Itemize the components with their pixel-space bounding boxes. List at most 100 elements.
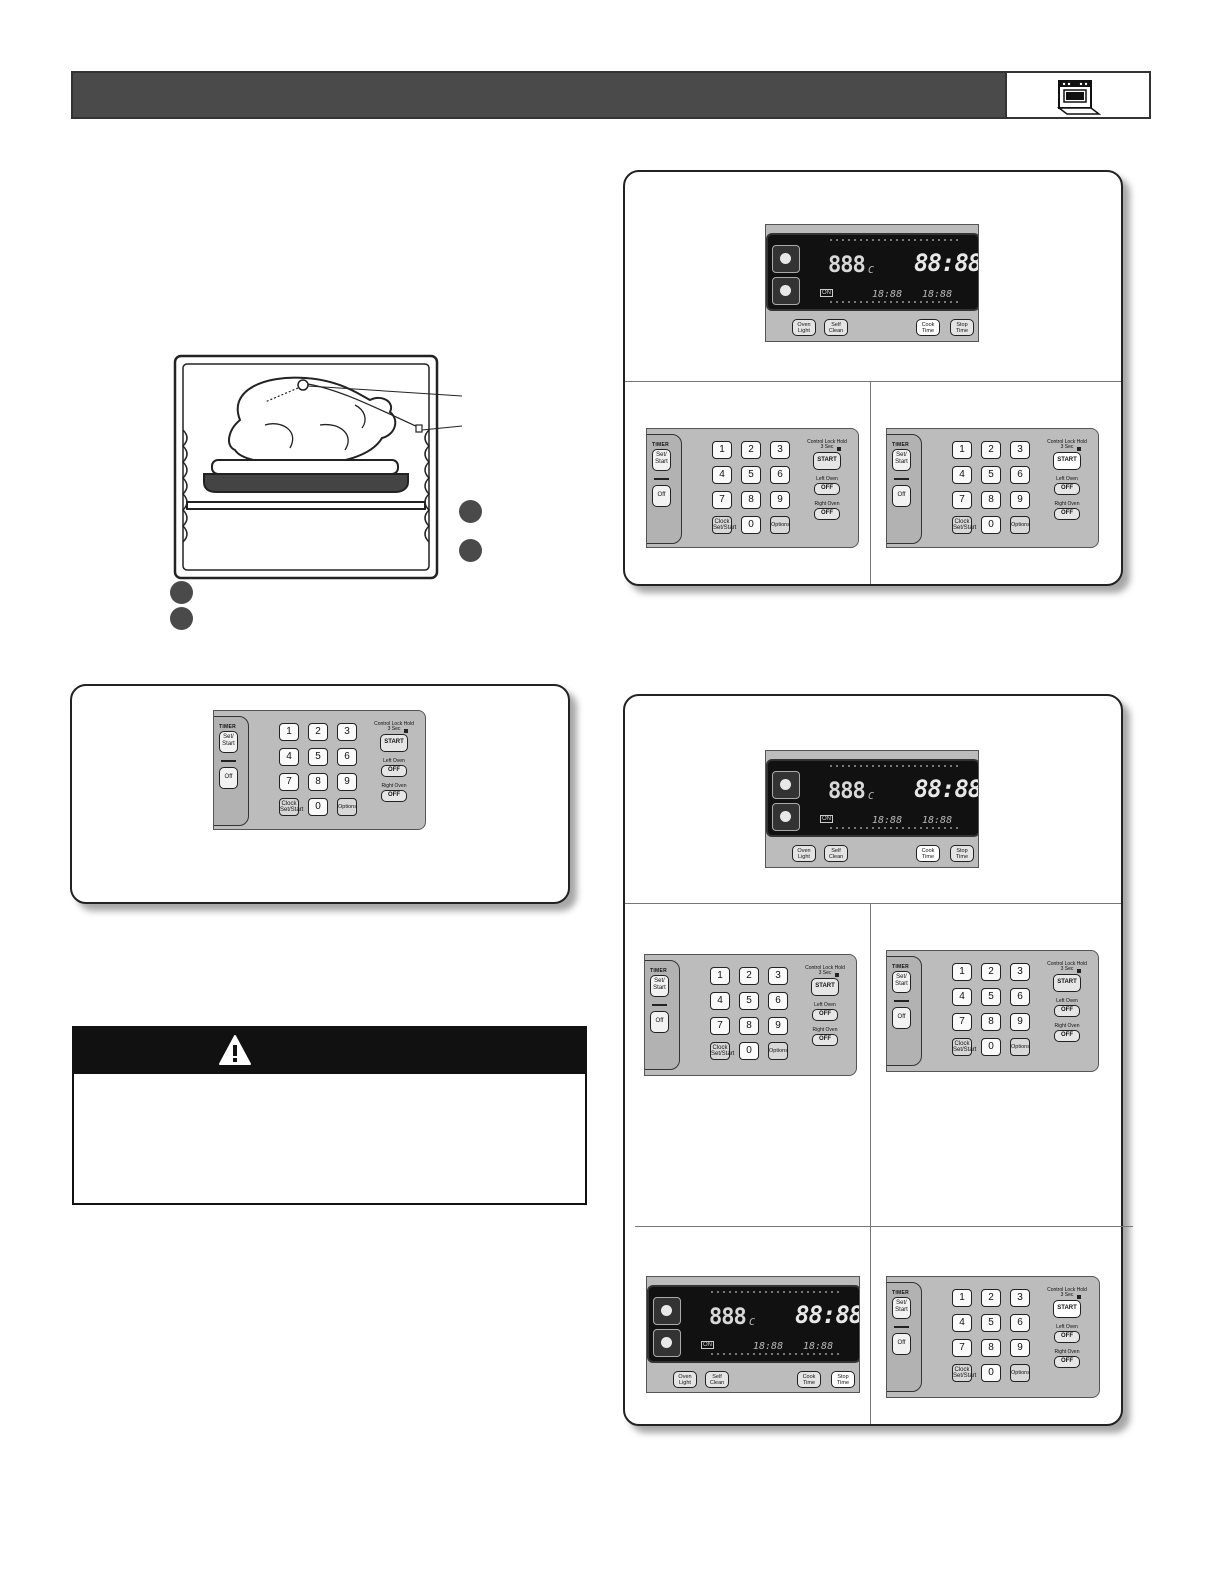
number-key[interactable]: 6 <box>1010 1314 1030 1332</box>
start-button[interactable]: START <box>1053 452 1081 470</box>
self-clean-button[interactable]: Self Clean <box>824 319 848 336</box>
oven-light-button[interactable]: Oven Light <box>673 1371 697 1388</box>
right-oven-off-button[interactable]: OFF <box>381 790 407 802</box>
number-key[interactable]: 4 <box>952 466 972 484</box>
clock-set-start-button[interactable]: Clock Set/Start <box>712 516 736 534</box>
number-key[interactable]: 3 <box>770 441 790 459</box>
number-key[interactable]: 2 <box>981 1289 1001 1307</box>
self-clean-button[interactable]: Self Clean <box>705 1371 729 1388</box>
right-oven-off-button[interactable]: OFF <box>814 508 840 520</box>
start-button[interactable]: START <box>813 452 841 470</box>
number-key[interactable]: 1 <box>710 967 730 985</box>
right-oven-off-button[interactable]: OFF <box>1054 508 1080 520</box>
start-button[interactable]: START <box>811 978 839 996</box>
number-key[interactable]: 5 <box>981 466 1001 484</box>
right-oven-off-button[interactable]: OFF <box>812 1034 838 1046</box>
number-key[interactable]: 2 <box>981 963 1001 981</box>
number-key[interactable]: 3 <box>1010 441 1030 459</box>
number-key[interactable]: 2 <box>741 441 761 459</box>
number-key[interactable]: 9 <box>768 1017 788 1035</box>
number-key[interactable]: 3 <box>1010 1289 1030 1307</box>
number-key[interactable]: 8 <box>981 491 1001 509</box>
timer-off-button[interactable]: Off <box>892 485 911 507</box>
number-key[interactable]: 2 <box>981 441 1001 459</box>
start-button[interactable]: START <box>380 734 408 752</box>
options-button[interactable]: Options <box>770 516 790 534</box>
number-key[interactable]: 4 <box>712 466 732 484</box>
number-key[interactable]: 1 <box>279 723 299 741</box>
clock-set-start-button[interactable]: Clock Set/Start <box>279 798 303 816</box>
timer-off-button[interactable]: Off <box>652 485 671 507</box>
number-key[interactable]: 7 <box>952 1339 972 1357</box>
number-key[interactable]: 0 <box>741 516 761 534</box>
number-key[interactable]: 1 <box>712 441 732 459</box>
clock-set-start-button[interactable]: Clock Set/Start <box>952 1038 976 1056</box>
stop-time-button[interactable]: Stop Time <box>950 845 974 862</box>
number-key[interactable]: 6 <box>337 748 357 766</box>
number-key[interactable]: 8 <box>981 1339 1001 1357</box>
number-key[interactable]: 8 <box>308 773 328 791</box>
left-oven-off-button[interactable]: OFF <box>814 483 840 495</box>
number-key[interactable]: 0 <box>981 1364 1001 1382</box>
number-key[interactable]: 7 <box>279 773 299 791</box>
timer-off-button[interactable]: Off <box>892 1333 911 1355</box>
number-key[interactable]: 1 <box>952 963 972 981</box>
number-key[interactable]: 1 <box>952 441 972 459</box>
clock-set-start-button[interactable]: Clock Set/Start <box>710 1042 734 1060</box>
left-oven-off-button[interactable]: OFF <box>812 1009 838 1021</box>
number-key[interactable]: 4 <box>952 1314 972 1332</box>
number-key[interactable]: 9 <box>1010 491 1030 509</box>
timer-off-button[interactable]: Off <box>219 767 238 789</box>
number-key[interactable]: 3 <box>337 723 357 741</box>
number-key[interactable]: 4 <box>710 992 730 1010</box>
number-key[interactable]: 5 <box>981 1314 1001 1332</box>
left-oven-off-button[interactable]: OFF <box>1054 1331 1080 1343</box>
left-oven-off-button[interactable]: OFF <box>381 765 407 777</box>
number-key[interactable]: 0 <box>981 1038 1001 1056</box>
options-button[interactable]: Options <box>337 798 357 816</box>
oven-light-button[interactable]: Oven Light <box>792 845 816 862</box>
number-key[interactable]: 3 <box>1010 963 1030 981</box>
number-key[interactable]: 5 <box>981 988 1001 1006</box>
number-key[interactable]: 7 <box>952 491 972 509</box>
number-key[interactable]: 5 <box>739 992 759 1010</box>
stop-time-button[interactable]: Stop Time <box>831 1371 855 1388</box>
number-key[interactable]: 9 <box>337 773 357 791</box>
number-key[interactable]: 3 <box>768 967 788 985</box>
clock-set-start-button[interactable]: Clock Set/Start <box>952 516 976 534</box>
number-key[interactable]: 0 <box>739 1042 759 1060</box>
start-button[interactable]: START <box>1053 974 1081 992</box>
clock-set-start-button[interactable]: Clock Set/Start <box>952 1364 976 1382</box>
right-oven-off-button[interactable]: OFF <box>1054 1356 1080 1368</box>
right-oven-off-button[interactable]: OFF <box>1054 1030 1080 1042</box>
number-key[interactable]: 2 <box>308 723 328 741</box>
options-button[interactable]: Options <box>768 1042 788 1060</box>
number-key[interactable]: 6 <box>770 466 790 484</box>
timer-set-start-button[interactable]: Set/ Start <box>219 731 238 753</box>
number-key[interactable]: 0 <box>308 798 328 816</box>
left-oven-off-button[interactable]: OFF <box>1054 1005 1080 1017</box>
number-key[interactable]: 8 <box>739 1017 759 1035</box>
options-button[interactable]: Options <box>1010 516 1030 534</box>
number-key[interactable]: 4 <box>952 988 972 1006</box>
number-key[interactable]: 9 <box>1010 1013 1030 1031</box>
number-key[interactable]: 7 <box>710 1017 730 1035</box>
number-key[interactable]: 8 <box>981 1013 1001 1031</box>
options-button[interactable]: Options <box>1010 1364 1030 1382</box>
start-button[interactable]: START <box>1053 1300 1081 1318</box>
number-key[interactable]: 7 <box>952 1013 972 1031</box>
stop-time-button[interactable]: Stop Time <box>950 319 974 336</box>
timer-set-start-button[interactable]: Set/ Start <box>892 1297 911 1319</box>
number-key[interactable]: 0 <box>981 516 1001 534</box>
number-key[interactable]: 2 <box>739 967 759 985</box>
cook-time-button[interactable]: Cook Time <box>797 1371 821 1388</box>
number-key[interactable]: 1 <box>952 1289 972 1307</box>
number-key[interactable]: 6 <box>768 992 788 1010</box>
timer-set-start-button[interactable]: Set/ Start <box>650 975 669 997</box>
number-key[interactable]: 5 <box>741 466 761 484</box>
timer-set-start-button[interactable]: Set/ Start <box>652 449 671 471</box>
timer-off-button[interactable]: Off <box>892 1007 911 1029</box>
left-oven-off-button[interactable]: OFF <box>1054 483 1080 495</box>
number-key[interactable]: 5 <box>308 748 328 766</box>
cook-time-button[interactable]: Cook Time <box>916 845 940 862</box>
